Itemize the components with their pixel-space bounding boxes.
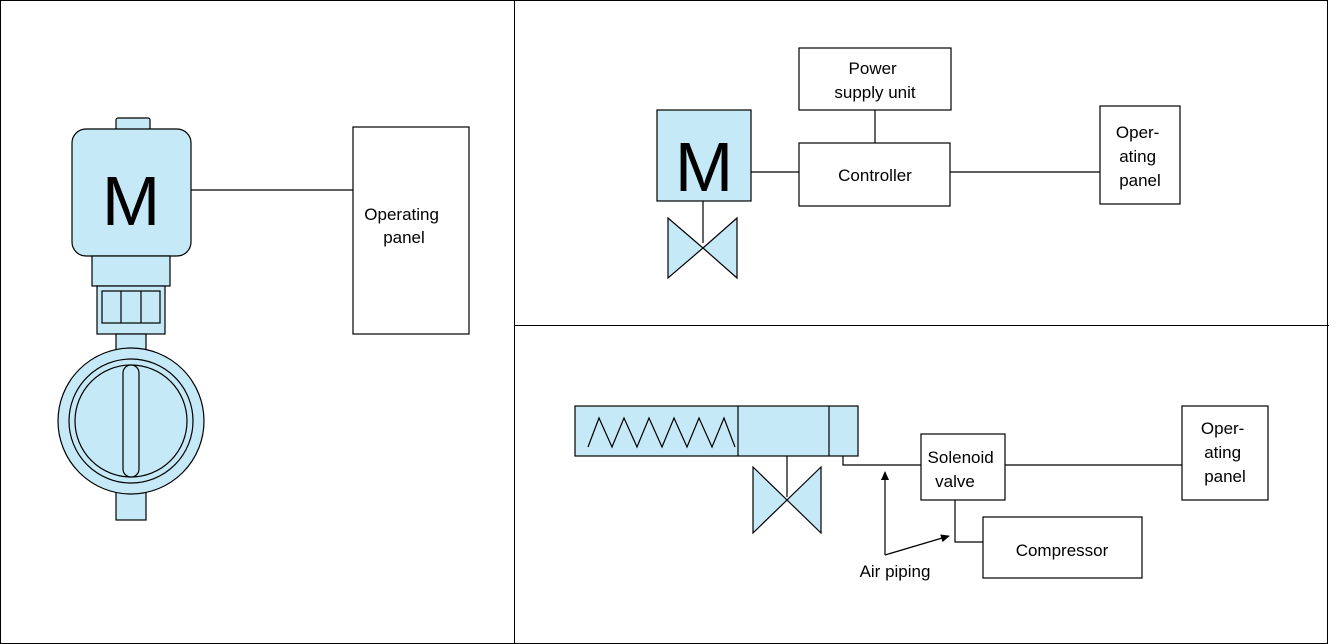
air-piping-label: Air piping bbox=[860, 562, 931, 581]
panel-electric-actuator-detail: M bbox=[57, 117, 470, 521]
solenoid-valve-label-line-1: Solenoid bbox=[928, 448, 994, 467]
operating-panel-label-line-2: panel bbox=[383, 228, 425, 247]
pneumatic-cylinder bbox=[574, 405, 859, 457]
power-supply-label-line-2: supply unit bbox=[834, 83, 916, 102]
compressor-box bbox=[982, 516, 1143, 579]
operating-panel-label-line-1: Operating bbox=[364, 205, 439, 224]
operating-panel-box bbox=[1181, 405, 1269, 501]
coupling-window bbox=[101, 290, 161, 324]
panel-electric-system bbox=[656, 47, 1181, 280]
valve-right-triangle bbox=[702, 216, 738, 280]
operating-panel-label: Oper- ating panel bbox=[1116, 123, 1164, 190]
operating-panel-label-line-2: ating bbox=[1119, 147, 1156, 166]
actuator-neck bbox=[91, 255, 171, 287]
power-supply-box bbox=[798, 47, 952, 111]
motor-letter: M bbox=[102, 162, 160, 240]
operating-panel-label-line-3: panel bbox=[1119, 171, 1161, 190]
air-pipe-solenoid-compressor bbox=[954, 500, 983, 543]
operating-panel-label-line-3: panel bbox=[1204, 467, 1246, 486]
operating-panel-label-line-2: ating bbox=[1204, 443, 1241, 462]
motor-box bbox=[656, 109, 752, 202]
solenoid-valve-box bbox=[920, 433, 1006, 501]
operating-panel-box bbox=[352, 126, 470, 335]
operating-panel-box bbox=[1099, 105, 1181, 205]
solenoid-valve-label: Solenoid valve bbox=[928, 448, 999, 491]
solenoid-valve-label-line-2: valve bbox=[935, 472, 975, 491]
compressor-label: Compressor bbox=[1016, 541, 1109, 560]
power-supply-label: Power supply unit bbox=[834, 59, 916, 102]
valve-left-triangle bbox=[752, 465, 788, 535]
motor-letter: M bbox=[675, 128, 733, 206]
butterfly-valve-disc bbox=[122, 364, 140, 478]
power-supply-label-line-1: Power bbox=[849, 59, 898, 78]
controller-box bbox=[798, 142, 951, 207]
valve-bottom-stub bbox=[115, 489, 147, 521]
operating-panel-label-line-1: Oper- bbox=[1201, 419, 1244, 438]
valve-left-triangle bbox=[667, 216, 704, 280]
controller-label: Controller bbox=[838, 166, 912, 185]
operating-panel-label-line-1: Oper- bbox=[1116, 123, 1159, 142]
panel-pneumatic-system bbox=[574, 405, 1269, 579]
spring-zigzag bbox=[587, 416, 736, 449]
operating-panel-label: Operating panel bbox=[364, 205, 443, 247]
operating-panel-label: Oper- ating panel bbox=[1201, 419, 1249, 486]
air-piping-arrow-right bbox=[884, 534, 950, 556]
air-pipe-cylinder-solenoid bbox=[842, 456, 921, 466]
valve-right-triangle bbox=[786, 465, 822, 535]
